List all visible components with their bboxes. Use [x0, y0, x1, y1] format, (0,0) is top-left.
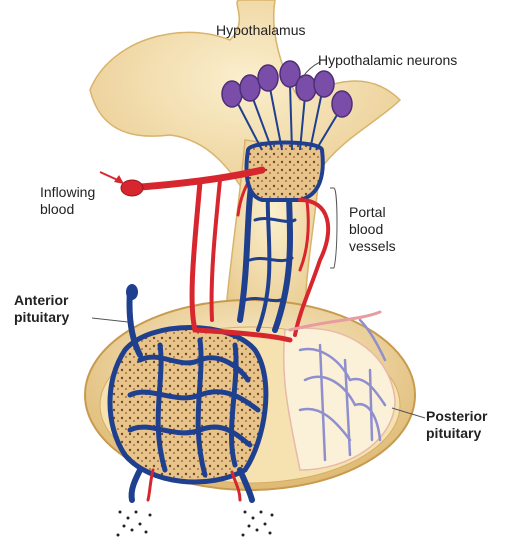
neuron-cell-body	[258, 65, 278, 91]
neuron-cell-body	[222, 81, 242, 107]
anterior-pituitary-label: Anterior pituitary	[14, 292, 104, 326]
portal-blood-vessels-label: Portal blood vessels	[349, 204, 419, 255]
neuron-cell-body	[240, 75, 260, 101]
neuron-cell-body	[296, 75, 316, 101]
hormone-particles	[117, 511, 274, 537]
inflowing-blood-label: Inflowing blood	[40, 184, 130, 218]
anterior-capillary-bed	[110, 328, 266, 483]
neuron-cell-body	[314, 71, 334, 97]
neuron-cell-body	[332, 91, 352, 117]
hypothalamus-label: Hypothalamus	[216, 22, 306, 39]
posterior-pituitary-label: Posterior pituitary	[426, 408, 515, 442]
hypothalamic-neurons-label: Hypothalamic neurons	[318, 52, 457, 69]
